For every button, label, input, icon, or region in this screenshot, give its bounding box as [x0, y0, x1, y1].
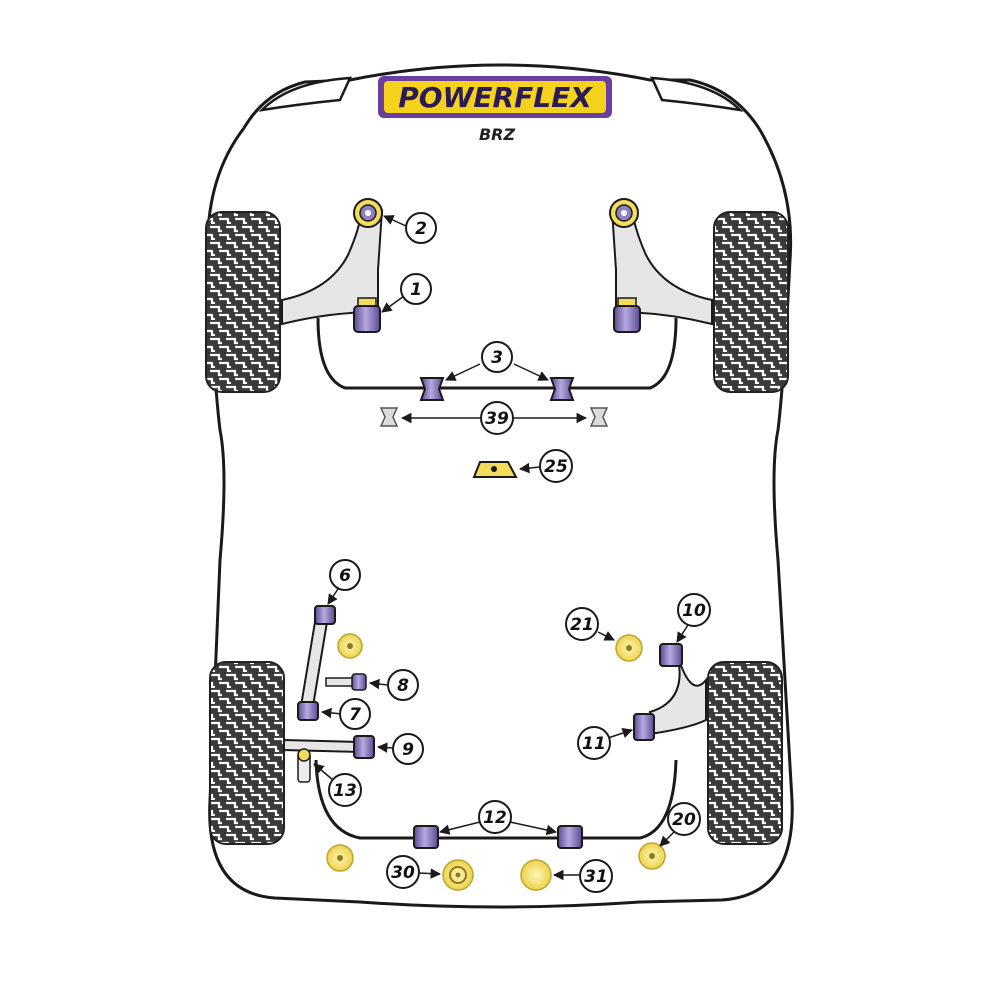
headlight-right — [649, 76, 744, 112]
svg-text:POWERFLEX: POWERFLEX — [398, 81, 593, 114]
callout-13: 13 — [328, 773, 362, 807]
callout-25: 25 — [539, 449, 573, 483]
svg-text:7: 7 — [349, 705, 361, 725]
rear-left-trailing-arm — [283, 738, 361, 754]
front-anti-roll-bar — [316, 317, 678, 390]
rear-right-knuckle — [649, 649, 707, 736]
bush-10 — [659, 643, 683, 667]
callout-31: 31 — [579, 859, 613, 893]
svg-text:10: 10 — [682, 601, 706, 621]
rear-anti-roll-bar — [314, 759, 678, 840]
model-name: BRZ — [479, 125, 516, 144]
svg-text:25: 25 — [544, 457, 568, 477]
bush-6 — [314, 605, 336, 625]
svg-text:2: 2 — [415, 219, 427, 239]
bush-39-left — [379, 407, 399, 427]
callout-12: 12 — [478, 800, 512, 834]
bush-31 — [520, 859, 552, 891]
bush-11 — [633, 713, 655, 741]
bush-12-left — [413, 825, 439, 849]
callout-11: 11 — [577, 726, 611, 760]
bush-21 — [615, 634, 643, 662]
callout-3: 3 — [481, 341, 513, 373]
bush-1-right — [613, 297, 641, 333]
bush-3-right — [549, 377, 575, 401]
callout-39: 39 — [480, 401, 514, 435]
bush-2-right — [609, 198, 639, 228]
svg-text:6: 6 — [339, 566, 351, 586]
headlight-left — [258, 76, 353, 112]
svg-text:8: 8 — [397, 676, 409, 696]
rear-left-tyre — [209, 661, 285, 845]
bush-25 — [472, 461, 518, 478]
front-left-tyre — [205, 211, 281, 393]
callout-20: 20 — [667, 802, 701, 836]
bush-8 — [351, 673, 367, 691]
svg-text:1: 1 — [410, 280, 422, 300]
svg-text:11: 11 — [582, 734, 606, 754]
callout-8: 8 — [387, 669, 419, 701]
callout-6: 6 — [329, 559, 361, 591]
rear-bush-left-lower — [326, 844, 354, 872]
bush-20 — [638, 842, 666, 870]
svg-text:31: 31 — [584, 867, 608, 887]
bush-12-right — [557, 825, 583, 849]
powerflex-logo: POWERFLEX — [378, 76, 612, 118]
bush-39-right — [589, 407, 609, 427]
bush-1-left — [353, 297, 381, 333]
callout-7: 7 — [339, 698, 371, 730]
callout-10: 10 — [677, 593, 711, 627]
callout-2: 2 — [405, 212, 437, 244]
bush-9 — [353, 735, 375, 759]
svg-text:39: 39 — [485, 409, 509, 429]
callout-1: 1 — [400, 273, 432, 305]
svg-text:12: 12 — [483, 808, 507, 828]
bush-30 — [442, 859, 474, 891]
rear-right-tyre — [707, 661, 783, 845]
svg-text:3: 3 — [491, 348, 503, 368]
bush-13 — [297, 748, 311, 783]
diff-bush-left — [337, 633, 363, 659]
callout-21: 21 — [565, 607, 599, 641]
svg-text:20: 20 — [672, 810, 696, 830]
bush-2-left — [353, 198, 383, 228]
leader-lines — [313, 215, 689, 881]
bush-7 — [297, 701, 319, 721]
svg-text:13: 13 — [333, 781, 357, 801]
callout-30: 30 — [386, 855, 420, 889]
car-body-outline — [206, 63, 794, 909]
front-right-tyre — [713, 211, 789, 393]
bush-3-left — [419, 377, 445, 401]
svg-text:9: 9 — [402, 740, 414, 760]
svg-text:21: 21 — [570, 615, 594, 635]
callout-9: 9 — [392, 733, 424, 765]
svg-text:30: 30 — [391, 863, 415, 883]
